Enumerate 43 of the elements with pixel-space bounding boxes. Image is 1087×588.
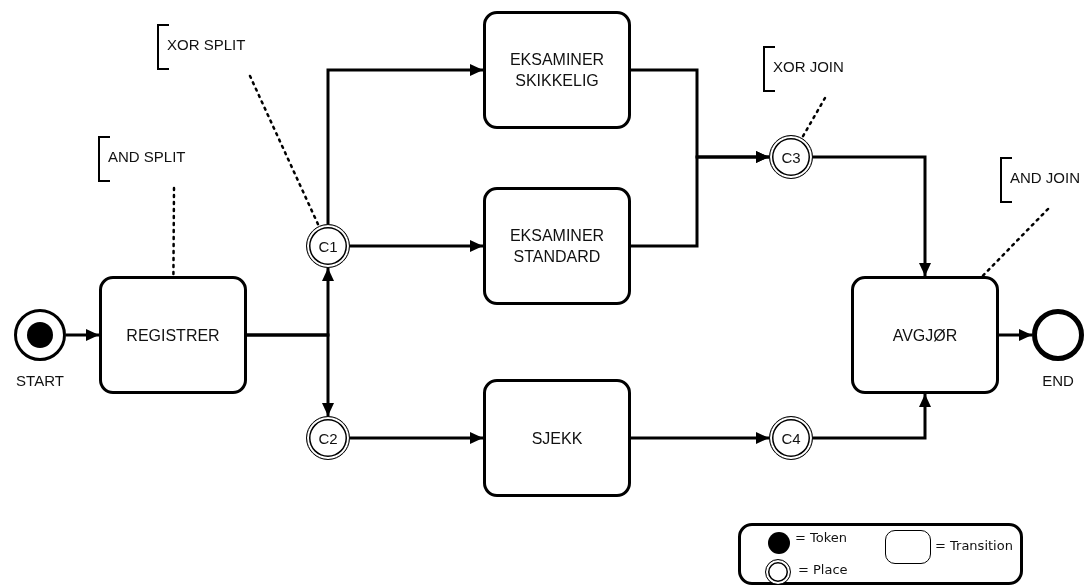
place-circle [769,416,813,460]
arrow [326,64,483,224]
place-label: C2 [318,429,338,447]
transition-label: EKSAMINER STANDARD [508,226,606,267]
transition-label: AVGJØR [891,325,959,346]
transition-box [483,187,631,305]
leader-line [172,186,176,278]
transition-box [483,379,631,497]
place-label: C1 [318,237,338,255]
arrow [350,432,483,444]
transition-box [851,276,999,394]
annotation-text: AND JOIN [1010,168,1080,186]
leader-line [800,96,827,140]
leader-line [981,207,1050,278]
transition-label: REGISTRER [125,325,221,346]
annotation-text: AND SPLIT [108,147,186,165]
arrow [247,333,334,416]
place-label: C4 [781,429,801,447]
transition-box [99,276,247,394]
arrow [66,329,99,341]
arrow [813,394,931,440]
transition-label: EKSAMINER SKIKKELIG [508,50,606,91]
end-circle [1032,309,1084,361]
place-circle [306,224,350,268]
arrow [350,240,483,252]
annotation-text: XOR JOIN [773,57,844,75]
legend-text: = Place [798,562,848,577]
node-caption: START [16,372,64,389]
legend-text: = Transition [935,538,1013,553]
start-circle [14,309,66,361]
annotation-text: XOR SPLIT [167,35,246,53]
place-circle [306,416,350,460]
arrow [999,329,1032,341]
arrow [631,151,769,248]
transition-box [483,11,631,129]
place-label: C3 [781,148,801,166]
legend-text: = Token [795,530,847,545]
arrow [813,155,931,276]
node-caption: END [1042,372,1074,389]
leader-line [248,74,321,228]
transition-label: SJEKK [530,428,584,449]
arrow [631,432,769,444]
place-circle [769,135,813,179]
